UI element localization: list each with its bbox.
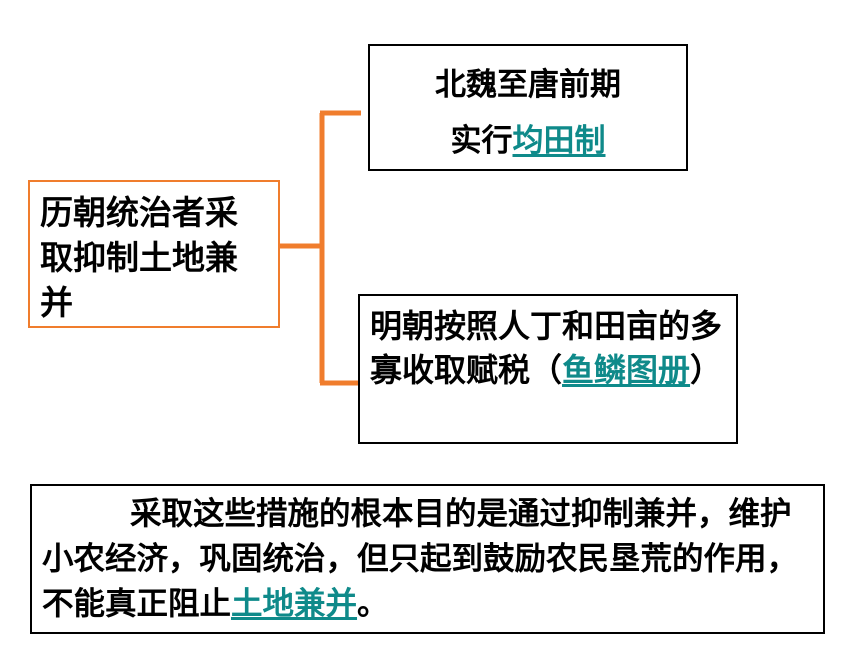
bottom-branch-text: 明朝按照人丁和田亩的多寡收取赋税（: [370, 307, 723, 389]
root-node-text: 历朝统治者采取抑制土地兼并: [40, 193, 238, 322]
top-branch-box: 北魏至唐前期 实行均田制: [368, 44, 688, 171]
bottom-branch-suffix: ）: [690, 351, 723, 389]
fish-scale-register-link[interactable]: 鱼鳞图册: [562, 351, 691, 389]
top-branch-line1: 北魏至唐前期: [435, 67, 621, 103]
top-branch-prefix: 实行: [450, 123, 513, 159]
root-node-box: 历朝统治者采取抑制土地兼并: [28, 180, 280, 328]
bottom-branch-box: 明朝按照人丁和田亩的多寡收取赋税（鱼鳞图册）: [358, 294, 738, 444]
junshi-system-link[interactable]: 均田制: [512, 123, 606, 159]
land-annexation-link[interactable]: 土地兼并: [231, 586, 358, 622]
conclusion-suffix: 。: [357, 586, 389, 622]
top-branch-line2: 实行均田制: [370, 115, 686, 160]
conclusion-box: 采取这些措施的根本目的是通过抑制兼并，维护小农经济，巩固统治，但只起到鼓励农民垦…: [30, 484, 825, 634]
conclusion-text: 采取这些措施的根本目的是通过抑制兼并，维护小农经济，巩固统治，但只起到鼓励农民垦…: [42, 496, 799, 622]
